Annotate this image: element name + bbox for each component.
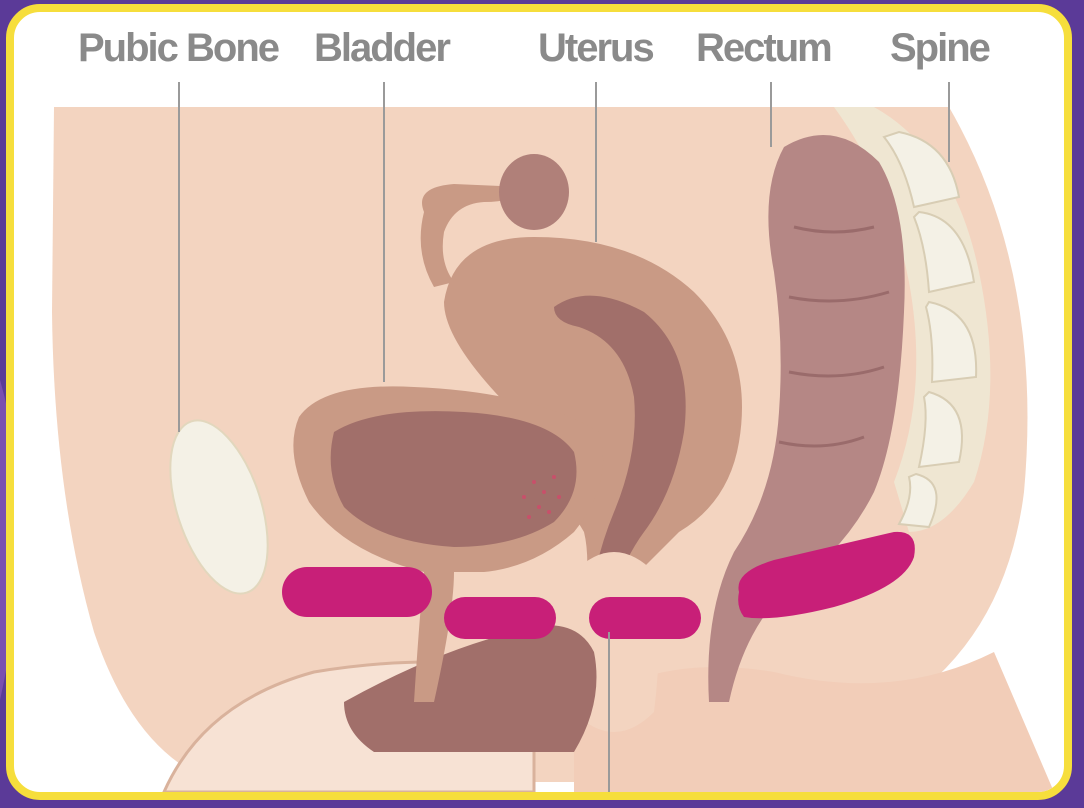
muscle-segment-3	[589, 597, 701, 639]
label-rectum: Rectum	[696, 28, 831, 68]
label-uterus: Uterus	[538, 28, 653, 68]
label-spine: Spine	[890, 28, 989, 68]
diagram-frame: Pubic Bone Bladder Uterus Rectum Spine	[6, 4, 1072, 800]
ovary	[499, 154, 569, 230]
muscle-segment-1	[282, 567, 432, 617]
pelvic-anatomy-illustration	[14, 12, 1064, 792]
label-pubic-bone: Pubic Bone	[78, 28, 278, 68]
label-bladder: Bladder	[314, 28, 449, 68]
muscle-segment-2	[444, 597, 556, 639]
